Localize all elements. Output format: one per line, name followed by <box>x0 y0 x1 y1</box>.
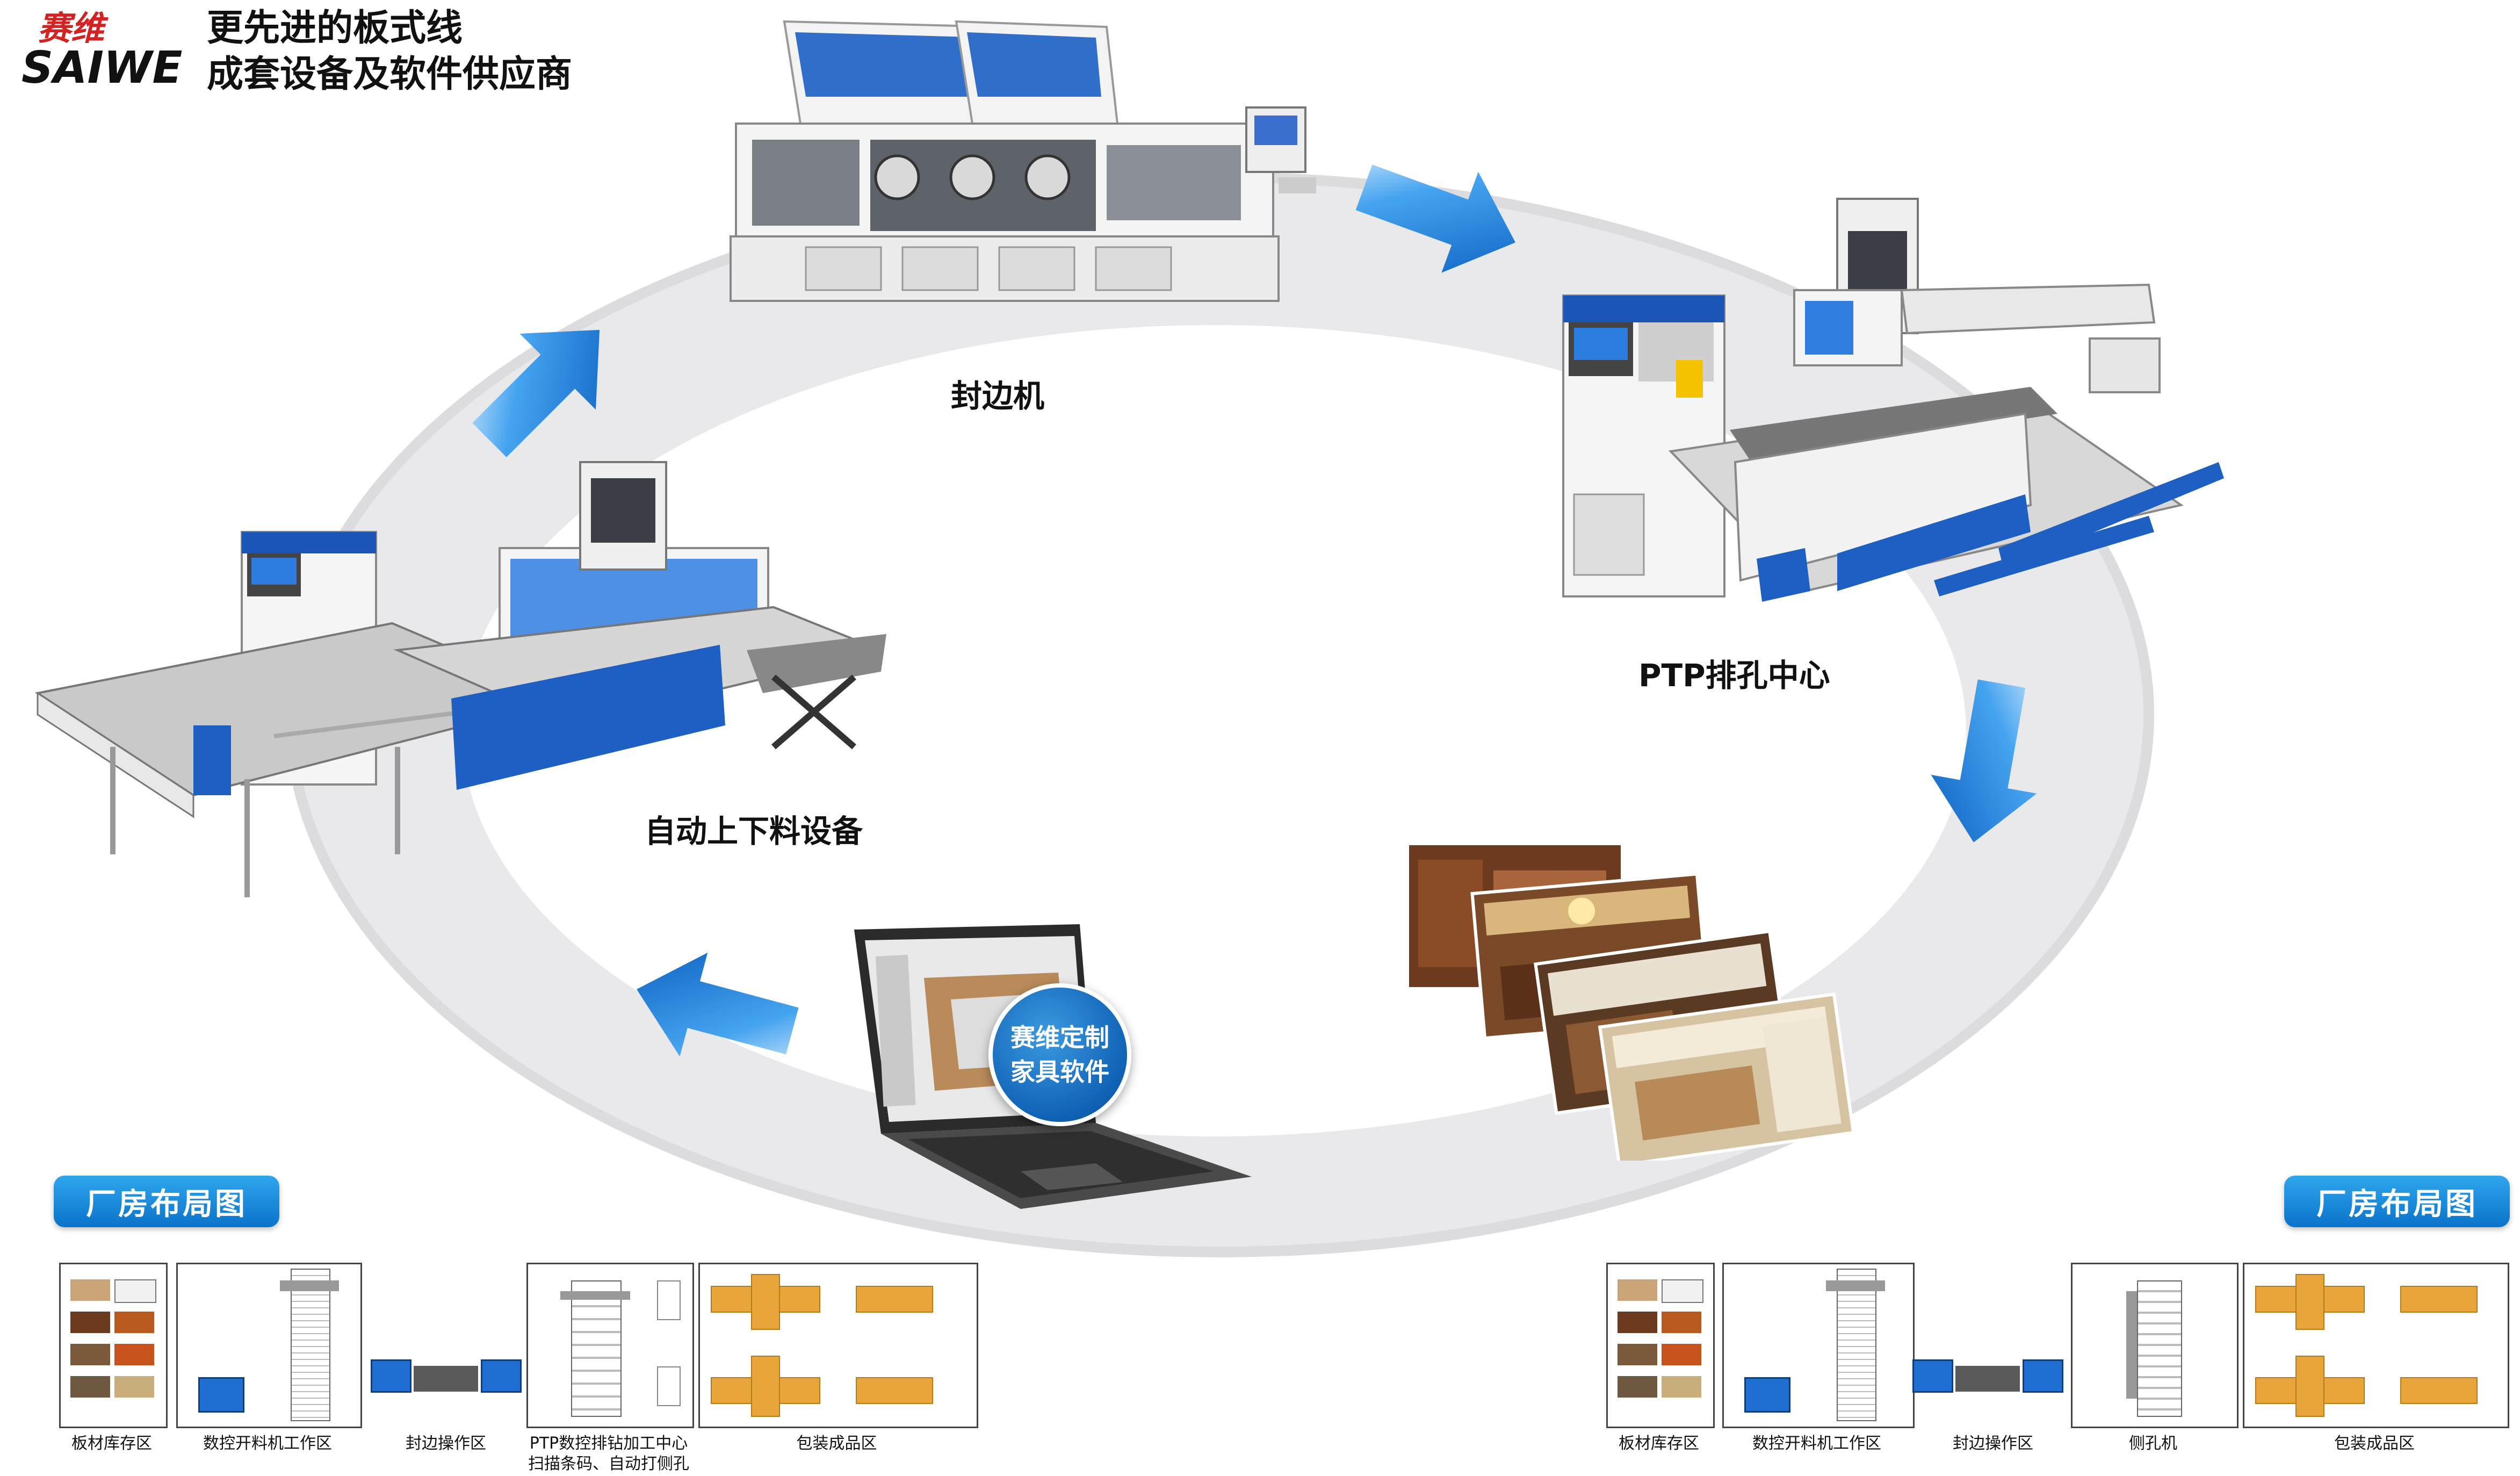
zone-caption-storage-right: 板材库存区 <box>1619 1434 1699 1453</box>
zone-edge-banding-right <box>1912 1354 2068 1397</box>
arrow-up-right-icon <box>472 329 600 457</box>
slogan-line-2: 成套设备及软件供应商 <box>207 53 573 96</box>
zone-panel-storage-left <box>59 1263 168 1428</box>
zone-caption-edge-left: 封边操作区 <box>406 1434 486 1453</box>
edge-banding-machine-image <box>730 20 1316 302</box>
logo-en: SAIWEI <box>21 40 199 93</box>
ptp-label: PTP排孔中心 <box>1638 657 1830 694</box>
zone-packing-right <box>2243 1263 2509 1428</box>
zone-ptp-left <box>526 1263 694 1428</box>
layout-tag-right: 厂房布局图 <box>2284 1176 2510 1227</box>
zone-caption-storage-left: 板材库存区 <box>71 1434 152 1453</box>
zone-cnc-cutting-right <box>1722 1263 1915 1428</box>
zone-edge-banding-left <box>371 1354 526 1397</box>
zone-caption-ptp-line1: PTP数控排钻加工中心 <box>529 1434 688 1453</box>
logo-cn: 赛维 <box>38 8 161 48</box>
zone-caption-ptp-line2: 扫描条码、自动打侧孔 <box>528 1455 689 1473</box>
zone-caption-side-drill-right: 侧孔机 <box>2129 1434 2177 1453</box>
zone-caption-packing-left: 包装成品区 <box>796 1434 877 1453</box>
cnc-auto-loading-machine-image <box>34 461 886 897</box>
zone-cnc-cutting-left <box>176 1263 362 1428</box>
zone-caption-packing-right: 包装成品区 <box>2334 1434 2415 1453</box>
svg-text:赛维: 赛维 <box>38 9 109 46</box>
arrow-left-icon <box>637 953 799 1057</box>
zone-caption-ptp-left: PTP数控排钻加工中心 扫描条码、自动打侧孔 <box>516 1434 702 1474</box>
edge-banding-label: 封边机 <box>951 378 1045 414</box>
zone-caption-cnc-right: 数控开料机工作区 <box>1752 1434 1881 1453</box>
software-badge: 赛维定制 家具软件 <box>988 983 1131 1126</box>
svg-text:SAIWEI: SAIWEI <box>21 42 183 93</box>
auto-loading-label: 自动上下料设备 <box>645 813 863 849</box>
arrow-right-icon <box>1355 164 1515 273</box>
slogan-line-1: 更先进的板式线 <box>207 7 463 49</box>
slogan: 更先进的板式线 成套设备及软件供应商 <box>207 5 572 98</box>
furniture-interior-photos <box>1406 842 1855 1161</box>
zone-packing-left <box>698 1263 978 1428</box>
layout-tag-left: 厂房布局图 <box>54 1176 279 1227</box>
zone-caption-cnc-left: 数控开料机工作区 <box>203 1434 332 1453</box>
zone-panel-storage-right <box>1606 1263 1715 1428</box>
arrow-down-icon <box>1931 679 2037 843</box>
zone-caption-edge-right: 封边操作区 <box>1953 1434 2033 1453</box>
software-badge-line-1: 赛维定制 <box>1010 1023 1109 1052</box>
ptp-drilling-center-image <box>1562 198 2224 602</box>
zone-side-drill-right <box>2071 1263 2239 1428</box>
software-badge-line-2: 家具软件 <box>1010 1057 1109 1086</box>
